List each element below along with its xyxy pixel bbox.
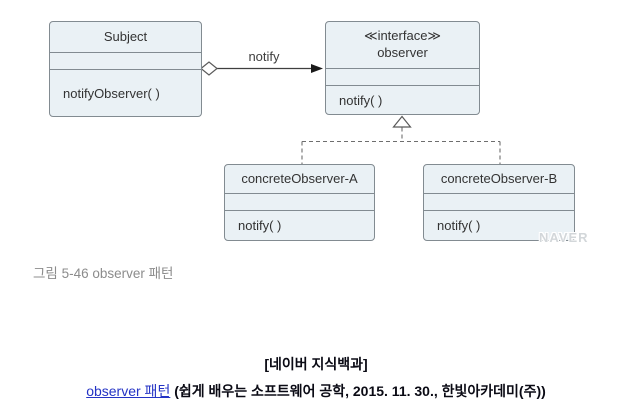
observer-pattern-diagram: Subject notifyObserver( ) ≪interface≫ ob… xyxy=(49,21,589,245)
citation-text: (쉽게 배우는 소프트웨어 공학, 2015. 11. 30., 한빛아카데미(… xyxy=(170,383,546,399)
class-box-subject: Subject notifyObserver( ) xyxy=(49,21,202,117)
realization-triangle-icon xyxy=(392,115,412,128)
citation-line: observer 패턴 (쉽게 배우는 소프트웨어 공학, 2015. 11. … xyxy=(0,381,632,401)
class-name-concrete-observer-a: concreteObserver-A xyxy=(225,165,374,194)
class-name-observer: ≪interface≫ observer xyxy=(326,22,479,69)
attributes-compartment-concrete-observer-a xyxy=(225,194,374,211)
stereotype-label: ≪interface≫ xyxy=(363,28,442,44)
source-title: [네이버 지식백과] xyxy=(264,356,368,372)
connector-lines xyxy=(200,61,501,164)
operations-compartment-concrete-observer-b: notify( ) xyxy=(437,218,481,233)
figure-caption: 그림 5-46 observer 패턴 xyxy=(33,266,174,281)
class-box-concrete-observer-a: concreteObserver-A notify( ) xyxy=(224,164,375,241)
attributes-compartment-subject xyxy=(50,53,201,70)
interface-name-label: observer xyxy=(377,45,428,60)
source-attribution: [네이버 지식백과] observer 패턴 (쉽게 배우는 소프트웨어 공학,… xyxy=(0,354,632,401)
class-box-concrete-observer-b: concreteObserver-B notify( ) xyxy=(423,164,575,241)
operations-compartment-observer: notify( ) xyxy=(339,92,383,108)
observer-pattern-link[interactable]: observer 패턴 xyxy=(86,383,171,399)
aggregation-diamond-icon xyxy=(200,61,218,76)
association-label-notify: notify xyxy=(248,49,280,64)
attributes-compartment-observer xyxy=(326,69,479,86)
class-box-observer: ≪interface≫ observer notify( ) xyxy=(325,21,480,115)
operations-compartment-concrete-observer-a: notify( ) xyxy=(238,218,282,233)
class-name-concrete-observer-b: concreteObserver-B xyxy=(424,165,574,194)
attributes-compartment-concrete-observer-b xyxy=(424,194,574,211)
class-name-subject: Subject xyxy=(50,22,201,53)
naver-watermark: NAVER xyxy=(539,230,589,245)
arrowhead-icon xyxy=(311,64,323,73)
operations-compartment-subject: notifyObserver( ) xyxy=(63,85,160,101)
